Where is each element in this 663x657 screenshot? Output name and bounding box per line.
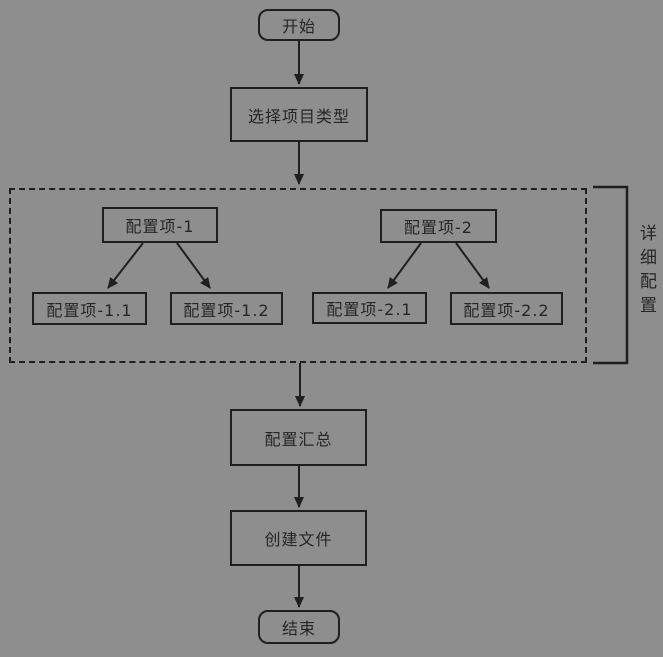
node-select-project-type: 选择项目类型 [230,87,368,142]
right-bracket [593,185,629,365]
node-start: 开始 [258,9,340,41]
detailed-config-group-box [9,188,587,363]
node-config-1-1: 配置项-1.1 [32,292,147,325]
detailed-config-label: 详细配置 [636,224,656,320]
node-end: 结束 [258,610,340,644]
node-config-1: 配置项-1 [102,207,218,243]
node-config-2-1: 配置项-2.1 [312,292,427,324]
node-config-2-2: 配置项-2.2 [450,292,563,325]
node-config-2: 配置项-2 [380,209,497,243]
node-config-1-2: 配置项-1.2 [170,292,283,325]
node-create-file: 创建文件 [230,510,367,566]
node-config-summary: 配置汇总 [230,409,367,466]
